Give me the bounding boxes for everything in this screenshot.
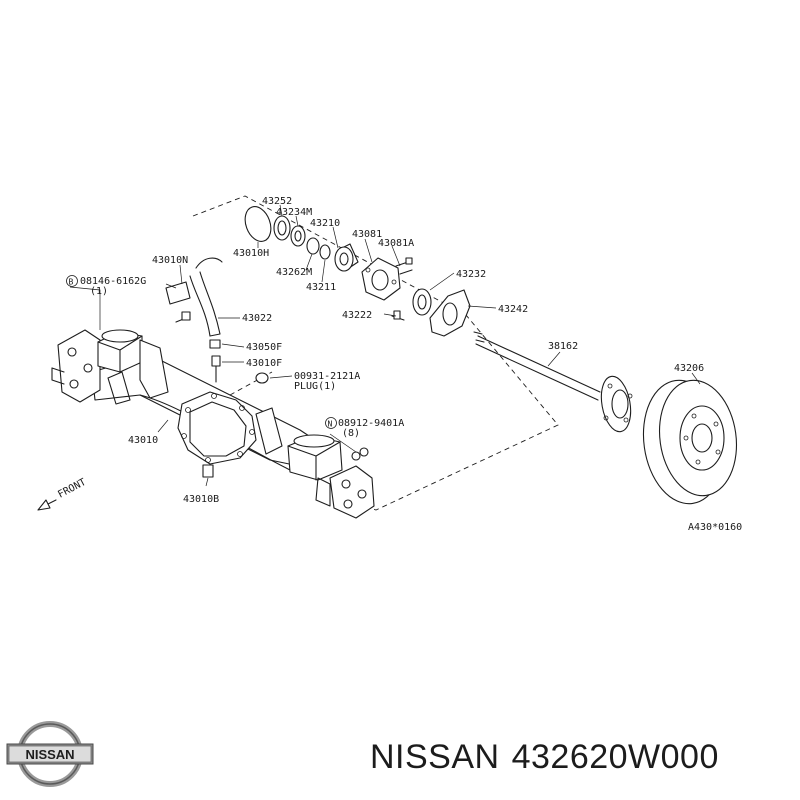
brand-name: NISSAN — [370, 738, 500, 776]
part-43262m — [306, 237, 320, 255]
part-43211 — [319, 244, 331, 260]
label-08146-qty: (1) — [90, 286, 108, 297]
front-arrow-icon — [37, 499, 57, 511]
nissan-logo: NISSAN — [6, 721, 94, 787]
label-43252: 43252 — [262, 196, 292, 207]
part-labels: 43252 43234M 43210 43081 43081A 43010N 0… — [56, 196, 742, 533]
label-front: FRONT — [56, 477, 88, 501]
label-43010b: 43010B — [183, 494, 219, 505]
part-43010b — [202, 464, 214, 478]
part-43252 — [273, 215, 291, 241]
label-43010n: 43010N — [152, 255, 188, 266]
label-plug: PLUG(1) — [294, 381, 336, 392]
part-00931-plug — [255, 372, 269, 384]
part-08912 — [351, 447, 369, 461]
part-43022 — [189, 257, 223, 337]
part-43081 — [361, 257, 401, 301]
svg-text:B: B — [69, 278, 74, 287]
part-title: NISSAN 432620W000 — [370, 738, 731, 777]
circle-n-marker: N — [325, 417, 337, 429]
label-43232: 43232 — [456, 269, 486, 280]
label-43222: 43222 — [342, 310, 372, 321]
part-43234m — [290, 225, 306, 247]
label-08912: 08912-9401A — [338, 418, 404, 429]
part-43010f — [211, 355, 221, 383]
part-43222 — [391, 310, 405, 321]
part-43050f — [209, 339, 221, 349]
circle-b-marker: B — [66, 275, 78, 287]
svg-text:NISSAN: NISSAN — [25, 747, 74, 762]
svg-text:N: N — [328, 420, 333, 429]
label-43211: 43211 — [306, 282, 336, 293]
part-43081a — [395, 257, 413, 275]
part-43242 — [429, 289, 471, 337]
label-08912-qty: (8) — [342, 428, 360, 439]
part-43010n — [165, 281, 191, 305]
label-43081a: 43081A — [378, 238, 414, 249]
part-43206 — [642, 379, 738, 505]
label-38162: 38162 — [548, 341, 578, 352]
part-43210 — [334, 243, 359, 272]
part-38162 — [473, 331, 633, 433]
label-43010f: 43010F — [246, 358, 282, 369]
part-43232 — [412, 288, 432, 316]
label-08146: 08146-6162G — [80, 276, 146, 287]
label-43210: 43210 — [310, 218, 340, 229]
label-43206: 43206 — [674, 363, 704, 374]
part-43010h — [244, 206, 272, 242]
axle-housing — [51, 329, 375, 519]
label-00931: 00931-2121A — [294, 371, 360, 382]
leader-lines — [69, 204, 701, 487]
label-43242: 43242 — [498, 304, 528, 315]
label-43010h: 43010H — [233, 248, 269, 259]
part-number: 432620W000 — [511, 738, 719, 776]
label-43081: 43081 — [352, 229, 382, 240]
part-08146 — [175, 311, 191, 323]
label-43262m: 43262M — [276, 267, 312, 278]
dashed-boundary — [192, 195, 559, 511]
label-43050f: 43050F — [246, 342, 282, 353]
label-43234m: 43234M — [276, 207, 312, 218]
label-43022: 43022 — [242, 313, 272, 324]
label-43010: 43010 — [128, 435, 158, 446]
drawing-code: A430*0160 — [688, 522, 742, 533]
